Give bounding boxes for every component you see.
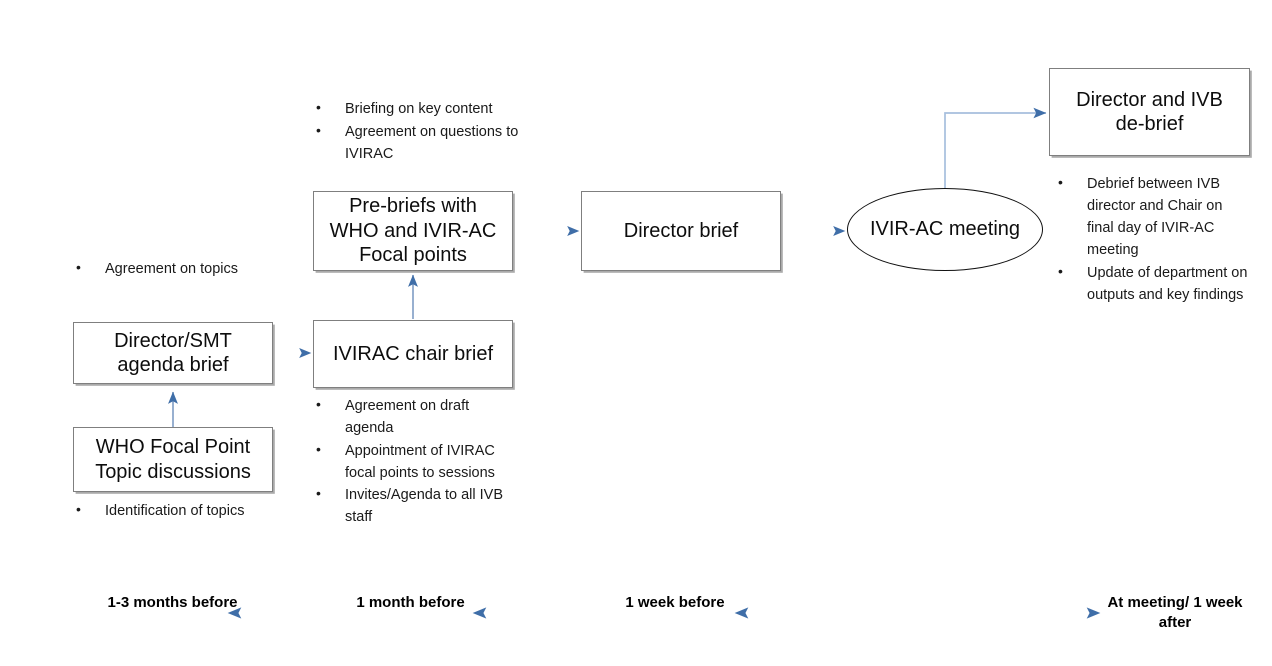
timeline-label-3-line1: 1 week: [625, 594, 675, 611]
timeline-label-4-line1: At meeting/: [1107, 594, 1190, 611]
list-item: Update of department on outputs and key …: [1055, 261, 1250, 306]
list-item: Agreement on draft agenda: [313, 394, 518, 439]
list-item: Briefing on key content: [313, 97, 528, 120]
node-ivirac-meeting-line1: IVIR-AC: [869, 218, 944, 240]
node-director-smt-line2: agenda brief: [117, 354, 229, 376]
node-director-smt-line1: Director/SMT: [114, 329, 232, 352]
node-pre-briefs-line2: WHO and IVIR-AC: [329, 219, 497, 242]
timeline-label-2: 1 month before: [348, 593, 473, 613]
node-pre-briefs-line3: Focal points: [359, 244, 467, 267]
node-ivirac-meeting[interactable]: IVIR-AC meeting: [847, 188, 1043, 271]
node-director-brief[interactable]: Director brief: [581, 191, 781, 271]
node-who-focal-point-line2: Topic discussions: [95, 460, 251, 483]
timeline-label-1-line1: 1-3 months: [107, 594, 188, 611]
arrow-ivirac-meeting-to-debrief: [944, 107, 1047, 188]
node-pre-briefs-line1: Pre-briefs with: [349, 195, 477, 218]
list-item: Appointment of IVIRAC focal points to se…: [313, 439, 518, 484]
bullets-debrief: Debrief between IVB director and Chair o…: [1055, 172, 1250, 306]
bullets-pre-briefs: Briefing on key content Agreement on que…: [313, 97, 528, 165]
node-debrief-line1: Director and IVB: [1076, 88, 1223, 111]
timeline-label-4-line2: 1 week after: [1158, 594, 1243, 631]
node-ivirac-chair[interactable]: IVIRAC chair brief: [313, 320, 513, 388]
list-item: Agreement on questions to IVIRAC: [313, 120, 528, 165]
timeline-label-4: At meeting/ 1 week after: [1105, 593, 1245, 632]
node-director-brief-line1: Director brief: [623, 219, 739, 242]
node-who-focal-point-line1: WHO Focal Point: [95, 436, 251, 459]
node-director-smt[interactable]: Director/SMT agenda brief: [73, 322, 273, 384]
bullets-director-smt: Agreement on topics: [73, 257, 273, 281]
node-debrief[interactable]: Director and IVB de-brief: [1049, 68, 1250, 156]
node-who-focal-point[interactable]: WHO Focal Point Topic discussions: [73, 427, 273, 492]
timeline-label-2-line1: 1 month: [356, 594, 415, 611]
list-item: Debrief between IVB director and Chair o…: [1055, 172, 1250, 261]
node-ivirac-meeting-line2: meeting: [948, 218, 1021, 240]
timeline-label-1: 1-3 months before: [105, 593, 240, 613]
timeline-label-3-line2: before: [678, 594, 725, 611]
node-ivirac-chair-line1: IVIRAC chair brief: [332, 342, 494, 365]
timeline-label-2-line2: before: [418, 594, 465, 611]
list-item: Identification of topics: [73, 499, 273, 522]
timeline-label-3: 1 week before: [615, 593, 735, 613]
node-pre-briefs[interactable]: Pre-briefs with WHO and IVIR-AC Focal po…: [313, 191, 513, 271]
list-item: Invites/Agenda to all IVB staff: [313, 483, 518, 528]
node-debrief-line2: de-brief: [1115, 113, 1184, 135]
timeline-label-1-line2: before: [191, 594, 238, 611]
bullets-who-focal-point: Identification of topics: [73, 499, 273, 523]
bullets-ivirac-chair: Agreement on draft agenda Appointment of…: [313, 394, 518, 529]
list-item: Agreement on topics: [73, 257, 273, 280]
